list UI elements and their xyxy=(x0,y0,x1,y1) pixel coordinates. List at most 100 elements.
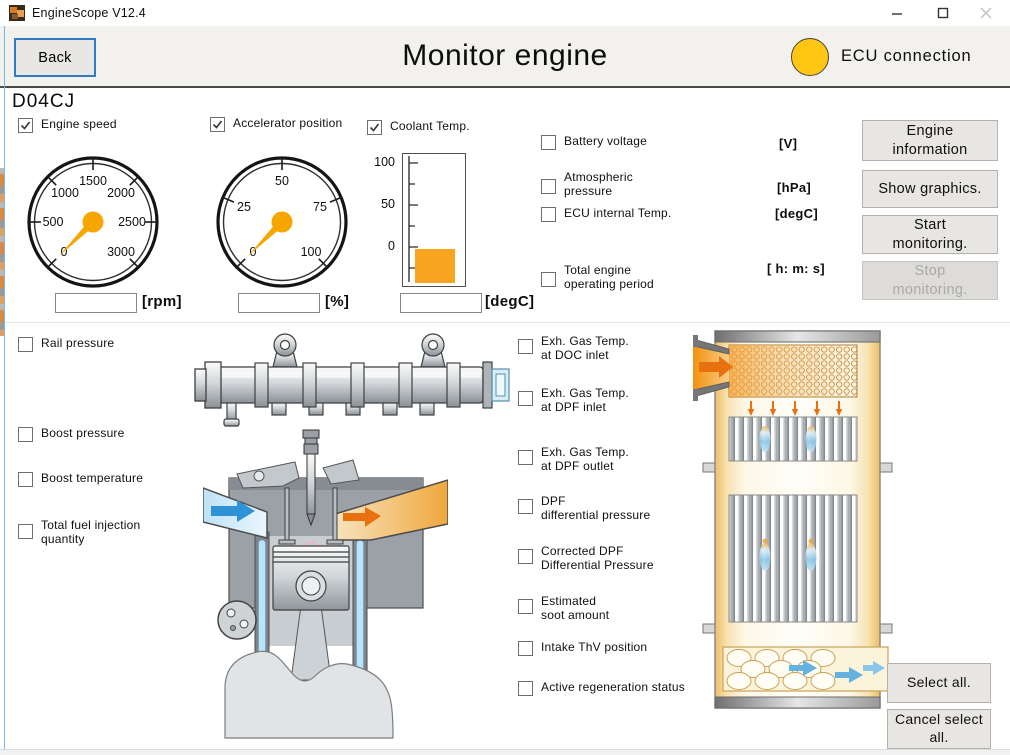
ecu-status-indicator xyxy=(791,38,829,76)
checkbox-icon xyxy=(518,339,533,354)
checkbox-label: Engine speed xyxy=(41,117,117,131)
svg-text:25: 25 xyxy=(237,200,251,214)
select-all-button[interactable]: Select all. xyxy=(887,663,991,703)
engine-speed-gauge: 0 500 1000 1500 2000 2500 3000 xyxy=(27,156,159,288)
checkbox-ecu-internal-temp[interactable]: ECU internal Temp. xyxy=(541,206,672,222)
title-bar: EngineScope V12.4 xyxy=(0,0,1010,27)
svg-text:0: 0 xyxy=(61,245,68,259)
checkbox-icon xyxy=(518,450,533,465)
close-button[interactable] xyxy=(968,0,1004,26)
checkbox-engine-speed[interactable]: Engine speed xyxy=(18,117,117,133)
svg-text:75: 75 xyxy=(313,200,327,214)
atmospheric-pressure-unit: [hPa] xyxy=(777,180,811,195)
close-icon xyxy=(980,7,992,19)
checkbox-exh-gas-temp-dpf-inlet[interactable]: Exh. Gas Temp.at DPF inlet xyxy=(518,386,629,414)
checkbox-label: Boost temperature xyxy=(41,471,144,485)
checkbox-label: Exh. Gas Temp.at DPF outlet xyxy=(541,445,629,473)
coolant-bar-fill xyxy=(415,249,455,283)
window-bottom-border xyxy=(0,749,1010,755)
checkbox-icon xyxy=(18,427,33,442)
window-title: EngineScope V12.4 xyxy=(32,6,146,20)
svg-text:2000: 2000 xyxy=(107,186,135,200)
svg-text:3000: 3000 xyxy=(107,245,135,259)
checkbox-rail-pressure[interactable]: Rail pressure xyxy=(18,336,114,352)
section-divider xyxy=(0,322,1010,323)
background-window-strip xyxy=(0,168,4,336)
accelerator-gauge: 0 25 50 75 100 xyxy=(216,156,348,288)
checkbox-label: Exh. Gas Temp.at DPF inlet xyxy=(541,386,629,414)
maximize-icon xyxy=(937,7,949,19)
engine-speed-value-input[interactable] xyxy=(55,293,137,313)
checkbox-active-regeneration-status[interactable]: Active regeneration status xyxy=(518,680,685,696)
window-left-border xyxy=(4,26,5,749)
cancel-select-all-button[interactable]: Cancel select all. xyxy=(887,709,991,749)
checkbox-icon xyxy=(541,179,556,194)
checkbox-label: Active regeneration status xyxy=(541,680,685,694)
coolant-scale-100: 100 xyxy=(374,155,395,169)
checkbox-battery-voltage[interactable]: Battery voltage xyxy=(541,134,647,150)
checkbox-label: Coolant Temp. xyxy=(390,119,470,133)
svg-text:500: 500 xyxy=(43,215,64,229)
checkbox-icon xyxy=(18,472,33,487)
svg-text:50: 50 xyxy=(275,174,289,188)
coolant-value-input[interactable] xyxy=(400,293,482,313)
maximize-button[interactable] xyxy=(925,0,961,26)
checkbox-label: Boost pressure xyxy=(41,426,125,440)
back-button[interactable]: Back xyxy=(14,38,96,77)
minimize-icon xyxy=(892,13,902,15)
checkbox-label: Accelerator position xyxy=(233,116,343,130)
checkbox-label: Intake ThV position xyxy=(541,640,648,654)
checkbox-exh-gas-temp-dpf-outlet[interactable]: Exh. Gas Temp.at DPF outlet xyxy=(518,445,629,473)
checkbox-exh-gas-temp-doc-inlet[interactable]: Exh. Gas Temp.at DOC inlet xyxy=(518,334,629,362)
minimize-button[interactable] xyxy=(879,0,915,26)
checkbox-icon xyxy=(18,524,33,539)
checkbox-accelerator-position[interactable]: Accelerator position xyxy=(210,116,343,132)
page-title: Monitor engine xyxy=(402,39,608,72)
checkbox-icon xyxy=(541,207,556,222)
checkbox-boost-pressure[interactable]: Boost pressure xyxy=(18,426,125,442)
coolant-bar-gauge xyxy=(402,153,466,287)
checkbox-icon xyxy=(518,681,533,696)
header-bar xyxy=(0,26,1010,88)
accelerator-value-input[interactable] xyxy=(238,293,320,313)
coolant-unit: [degC] xyxy=(485,293,535,310)
show-graphics-button[interactable]: Show graphics. xyxy=(862,170,998,208)
checkbox-icon xyxy=(18,337,33,352)
engine-cross-section-illustration xyxy=(203,429,448,739)
svg-text:1000: 1000 xyxy=(51,186,79,200)
operating-period-unit: [ h: m: s] xyxy=(767,261,825,276)
checkbox-checked-icon xyxy=(18,118,33,133)
checkbox-intake-thv-position[interactable]: Intake ThV position xyxy=(518,640,648,656)
ecu-connection-label: ECU connection xyxy=(841,47,972,65)
checkbox-coolant-temp[interactable]: Coolant Temp. xyxy=(367,119,470,135)
checkbox-label: Exh. Gas Temp.at DOC inlet xyxy=(541,334,629,362)
model-code: D04CJ xyxy=(12,91,76,112)
ecu-internal-temp-unit: [degC] xyxy=(775,206,818,221)
checkbox-label: ECU internal Temp. xyxy=(564,206,672,220)
fuel-rail-illustration xyxy=(194,333,510,427)
checkbox-boost-temperature[interactable]: Boost temperature xyxy=(18,471,144,487)
svg-text:0: 0 xyxy=(250,245,257,259)
checkbox-icon xyxy=(518,549,533,564)
coolant-scale-0: 0 xyxy=(388,239,395,253)
coolant-scale-50: 50 xyxy=(381,197,395,211)
checkbox-checked-icon xyxy=(210,117,225,132)
checkbox-icon xyxy=(518,391,533,406)
svg-text:1500: 1500 xyxy=(79,174,107,188)
battery-voltage-unit: [V] xyxy=(779,136,798,151)
